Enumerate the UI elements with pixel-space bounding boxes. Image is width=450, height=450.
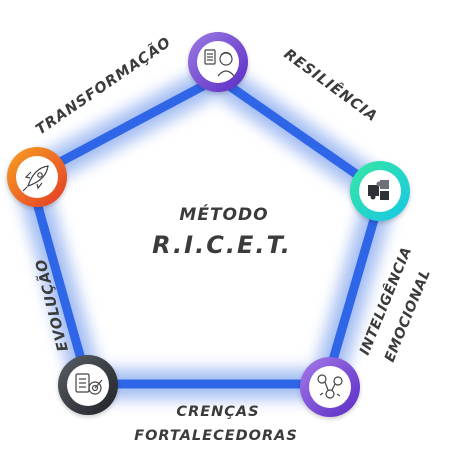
checklist-target-icon [75, 373, 103, 395]
node-bottom-right[interactable] [300, 357, 360, 417]
brain-puzzle-icon [204, 49, 235, 77]
center-subtitle: R.I.C.E.T. [152, 231, 292, 259]
node-left[interactable] [7, 147, 67, 207]
label-crencas-line1: CRENÇAS [176, 404, 259, 420]
node-top[interactable] [188, 32, 248, 92]
label-crencas-line2: FORTALECEDORAS [134, 428, 298, 444]
rocket-icon [22, 165, 49, 192]
node-bottom-left[interactable] [58, 355, 118, 415]
puzzle-icon [368, 180, 389, 200]
ideas-network-icon [317, 374, 343, 399]
center-title: MÉTODO [179, 203, 268, 225]
